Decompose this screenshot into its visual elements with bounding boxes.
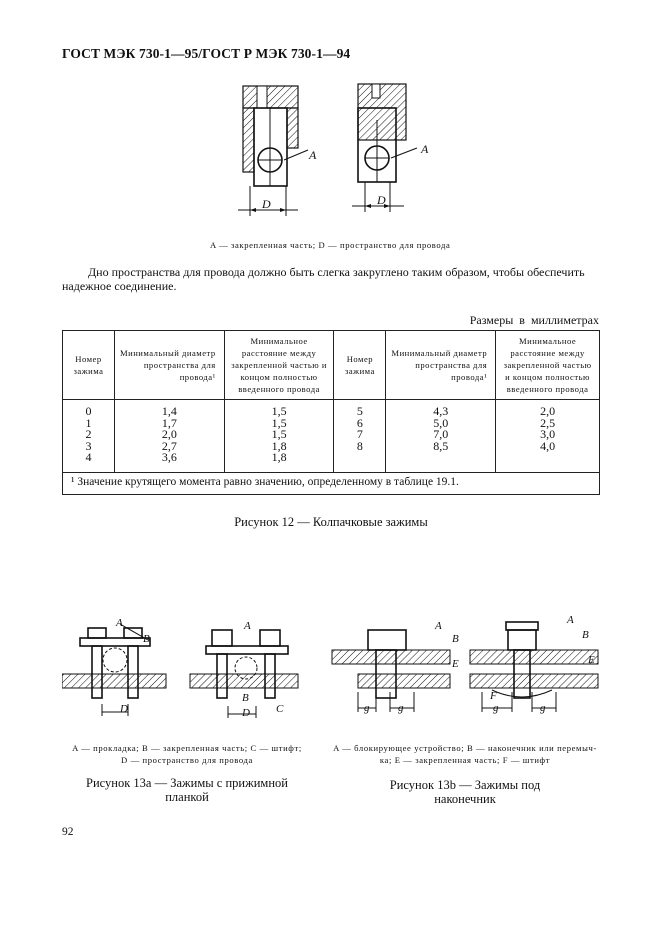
cap-terminal-left: [238, 85, 309, 216]
fig12-label-d-right: D: [377, 193, 386, 207]
table-data-row: 0 1 2 3 4 1,4 1,7 2,0 2,7 3,6 1,5 1,5 1,…: [62, 399, 600, 473]
figure-13a-drawing: [62, 623, 299, 718]
clamp-terminal-right: [189, 629, 299, 718]
fig12-label-d-left: D: [262, 197, 271, 211]
fig13b-label-g-3: g: [493, 702, 499, 714]
fig13a-label-a-left: A: [116, 617, 123, 629]
table-header-row: Номер зажима Минимальный диаметр простра…: [62, 330, 600, 400]
fig12-legend: A — закрепленная часть; D — пространство…: [210, 240, 451, 250]
col-terminal-number-1: 0 1 2 3 4: [62, 399, 115, 473]
fig12-label-a-right: A: [421, 142, 429, 156]
header-min-distance-1: Минимальное расстояние между закрепленно…: [223, 330, 335, 400]
fig13b-label-g-4: g: [540, 702, 546, 714]
col-min-diameter-2: 4,3 5,0 7,0 8,5: [385, 399, 497, 473]
header-min-diameter-1: Минимальный диаметр пространства для про…: [113, 330, 225, 400]
page-number: 92: [62, 826, 74, 838]
col-min-diameter-1: 1,4 1,7 2,0 2,7 3,6: [113, 399, 225, 473]
table-footnote: ¹ Значение крутящего момента равно значе…: [62, 472, 600, 495]
col-min-distance-1: 1,5 1,5 1,5 1,8 1,8: [223, 399, 335, 473]
fig13b-label-f: F: [490, 690, 497, 702]
fig13a-label-b-right: B: [242, 692, 249, 704]
fig13b-label-e-left: E: [452, 658, 459, 670]
fig13a-label-a-right: A: [244, 620, 251, 632]
fig12-paragraph: Дно пространства для провода должно быть…: [62, 265, 585, 293]
lug-terminal-right: [469, 621, 599, 712]
lug-terminal-left: [331, 629, 451, 712]
header-min-diameter-2: Минимальный диаметр пространства для про…: [385, 330, 497, 400]
fig13a-legend: A — прокладка; B — закрепленная часть; C…: [72, 743, 302, 765]
fig13a-label-d-right: D: [242, 707, 250, 719]
fig12-caption: Рисунок 12 — Колпачковые зажимы: [234, 515, 428, 529]
figure-13b-drawing: [331, 621, 599, 712]
table-footnote-row: ¹ Значение крутящего момента равно значе…: [62, 472, 600, 495]
header-terminal-number-2: Номер зажима: [333, 330, 387, 400]
col-terminal-number-2: 5 6 7 8: [333, 399, 387, 473]
terminal-dimensions-table: Номер зажима Минимальный диаметр простра…: [62, 330, 600, 495]
header-terminal-number-1: Номер зажима: [62, 330, 115, 400]
fig13b-caption: Рисунок 13b — Зажимы под наконечник: [389, 778, 541, 806]
fig13b-label-g-2: g: [398, 702, 404, 714]
fig13a-caption: Рисунок 13а — Зажимы с прижимной планкой: [86, 776, 288, 804]
fig13b-label-b-left: B: [452, 633, 459, 645]
fig13b-label-e-right: E: [588, 654, 595, 666]
fig13b-label-a-left: A: [435, 620, 442, 632]
header-min-distance-2: Минимальное расстояние между закрепленно…: [495, 330, 600, 400]
fig13b-legend: A — блокирующее устройство; B — наконечн…: [333, 743, 597, 765]
fig13b-label-g-1: g: [364, 702, 370, 714]
clamp-terminal-left: [62, 623, 167, 716]
fig13a-label-b-left: B: [143, 633, 150, 645]
cap-terminal-right: [352, 83, 418, 212]
dimensions-note: Размеры в миллиметрах: [469, 313, 599, 327]
fig12-label-a-left: A: [309, 148, 317, 162]
page-header: ГОСТ МЭК 730-1—95/ГОСТ Р МЭК 730-1—94: [62, 46, 351, 61]
figure-12-drawing: [238, 83, 418, 216]
fig13a-label-c: C: [276, 703, 284, 715]
fig13a-label-d-left: D: [120, 703, 128, 715]
fig13b-label-a-right: A: [567, 614, 574, 626]
fig13b-label-b-right: B: [582, 629, 589, 641]
col-min-distance-2: 2,0 2,5 3,0 4,0: [495, 399, 600, 473]
